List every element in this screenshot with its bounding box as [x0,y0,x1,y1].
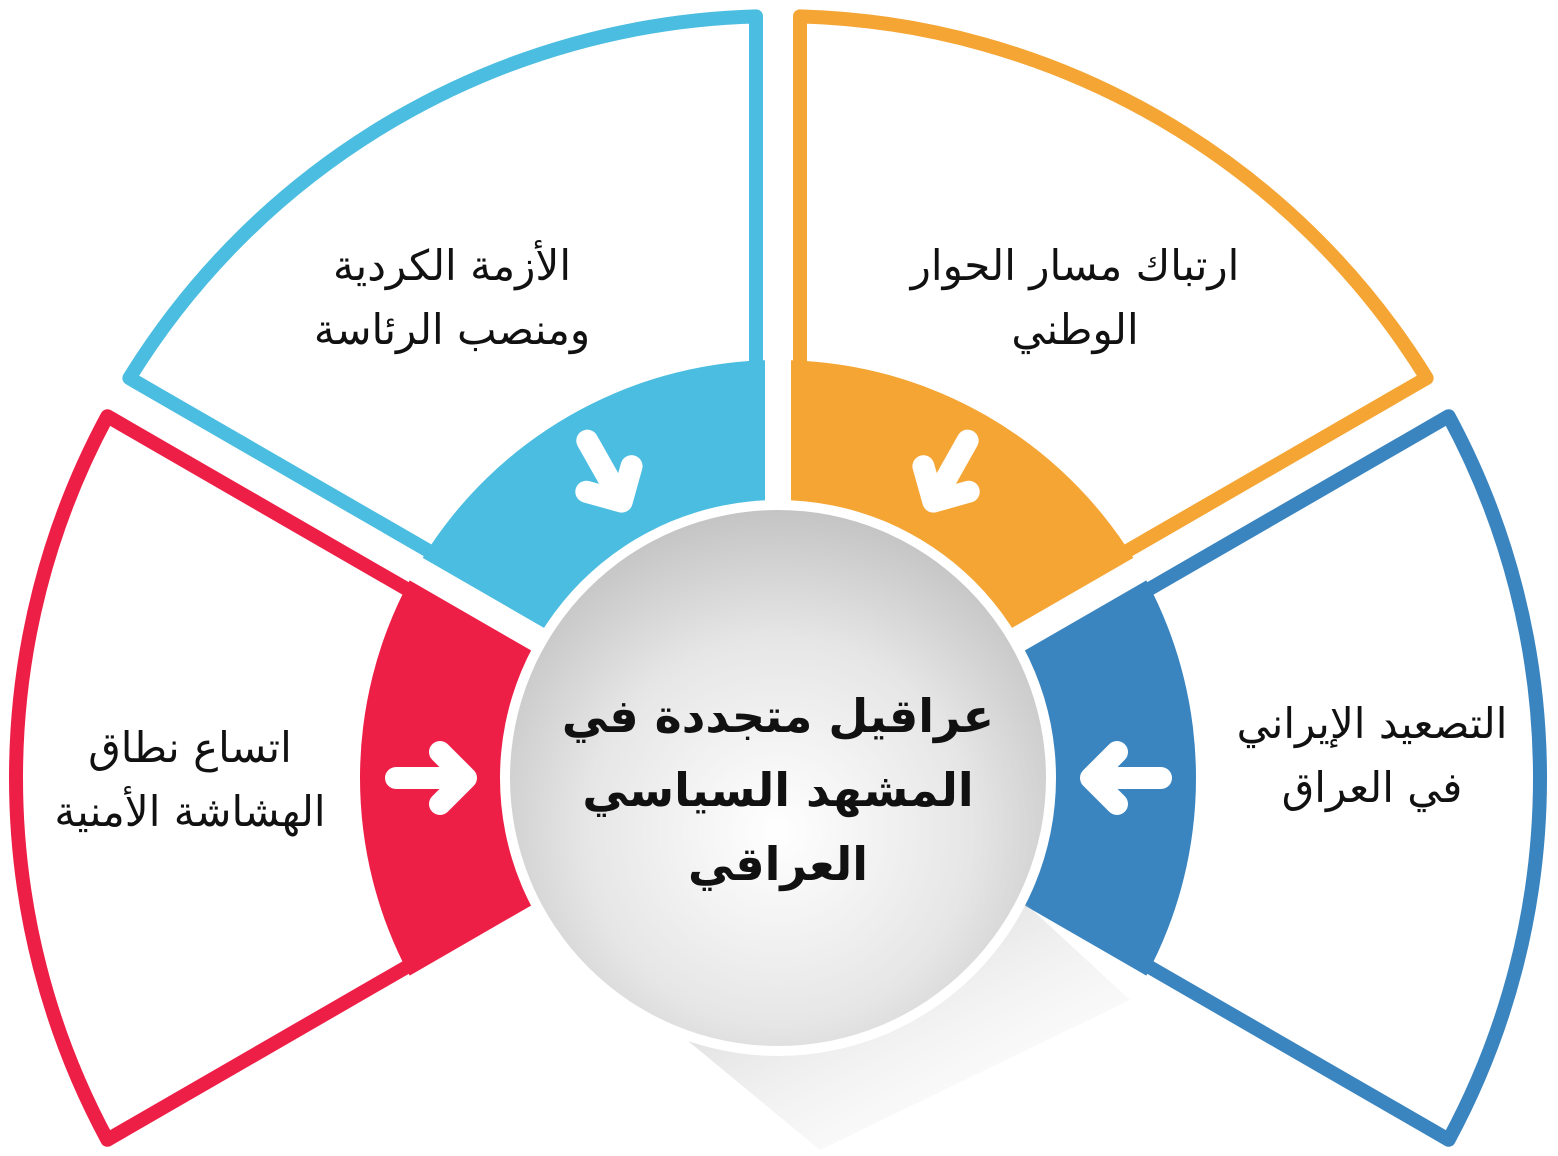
center-title-line: عراقيل متجددة في [561,689,995,743]
segment-label-security: اتساع نطاق الهشاشة الأمنية [54,716,325,844]
center-title: عراقيل متجددة في المشهد السياسي العراقي [562,679,994,901]
label-line: اتساع نطاق [88,723,292,772]
label-line: في العراق [1281,763,1463,812]
center-title-line: العراقي [687,837,869,891]
arrow-icon-security [385,741,477,815]
arrow-icon-iran [1080,741,1172,815]
arrow-icon-dialogue [912,429,980,513]
label-line: ومنصب الرئاسة [313,305,591,354]
label-line: الهشاشة الأمنية [54,787,326,836]
label-line: التصعيد الإيراني [1236,699,1508,748]
segment-label-kurdish: الأزمة الكردية ومنصب الرئاسة [314,234,590,362]
label-line: الأزمة الكردية [332,241,571,290]
arrow-icon-kurdish [575,429,643,513]
segment-label-dialogue: ارتباك مسار الحوار الوطني [911,234,1240,362]
center-title-line: المشهد السياسي [582,763,974,817]
label-line: ارتباك مسار الحوار [910,241,1240,290]
label-line: الوطني [1011,305,1139,354]
segment-label-iran: التصعيد الإيراني في العراق [1237,692,1508,820]
center-circle [510,510,1046,1046]
